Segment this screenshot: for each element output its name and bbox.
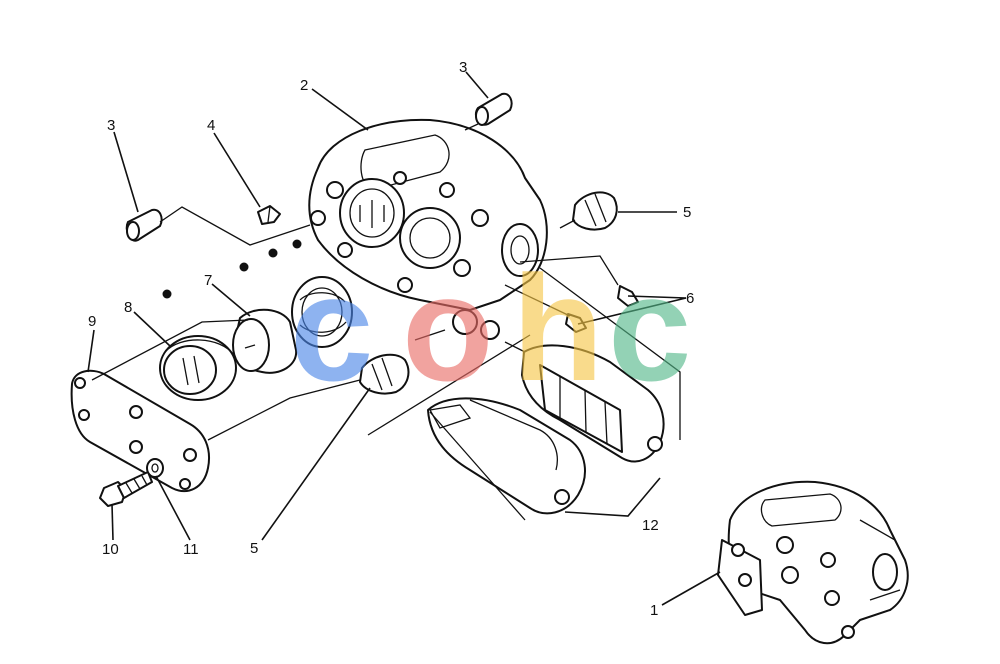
callout-6: 6 [686,290,694,307]
callout-9: 9 [88,313,96,330]
brake-pad-outer [521,344,665,463]
callout-8: 8 [124,299,132,316]
callout-labels: 1 2 3 3 4 5 5 6 7 8 9 10 11 12 [88,59,694,619]
bushing-upper [572,191,618,231]
watermark-letter-c1: c [290,244,373,412]
dust-boot [159,335,237,401]
orientation-dots [162,239,302,299]
piston [232,308,298,374]
callout-7: 7 [204,272,212,289]
washer [146,458,164,478]
callout-12: 12 [642,517,659,534]
caliper-housing [308,118,548,340]
assembly-guide-lines [91,123,681,521]
callout-4: 4 [207,117,215,134]
callout-5-upper: 5 [683,204,691,221]
brake-pad-inner [427,397,586,515]
callout-5-lower: 5 [250,540,258,557]
watermark-letter-o: o [402,244,494,412]
leader-lines [87,71,721,606]
watermark-letter-c2: c [608,244,691,412]
guide-pin-left [125,208,163,242]
callout-2: 2 [300,77,308,94]
cover-plate [70,369,210,493]
retainer-bolt-lower [565,313,587,333]
bushing-lower [359,353,410,395]
callout-11: 11 [183,541,199,558]
callout-10: 10 [102,541,119,558]
bleeder-screw [257,205,281,225]
piston-seal [291,276,353,348]
bolt [99,471,153,507]
assembled-caliper [717,480,909,645]
callout-3-right: 3 [459,59,467,76]
callout-3-left: 3 [107,117,115,134]
guide-pin-right [474,92,513,126]
watermark-letter-h: h [512,244,604,412]
watermark: c o h c [290,244,691,412]
callout-1: 1 [650,602,658,619]
